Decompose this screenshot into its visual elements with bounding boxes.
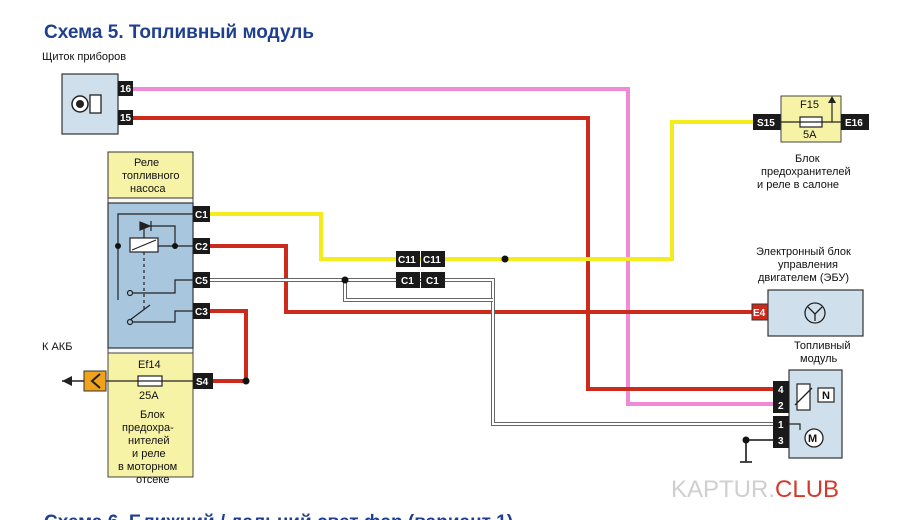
wire-yellow: [210, 120, 753, 261]
junction-dot: [341, 276, 349, 284]
wire-pink: [133, 87, 773, 406]
relay-label-1: Реле: [134, 157, 159, 169]
wire-red-panel-ecu: [133, 116, 773, 391]
wire-red-relay-fuse: [210, 309, 248, 383]
motor-letter: M: [808, 433, 817, 445]
instrument-panel-label: Щиток приборов: [42, 51, 126, 63]
lamp-icon: [71, 94, 102, 114]
watermark-part1: KAPTUR.: [671, 476, 775, 503]
fuse-f15-name: F15: [800, 99, 819, 111]
ecu-label-3: двигателем (ЭБУ): [758, 272, 849, 284]
battery-label: К АКБ: [42, 341, 72, 353]
pump-motor-icon: M: [789, 423, 824, 448]
battery-terminal: [83, 370, 107, 392]
engine-fuse-label-3: нителей: [128, 435, 170, 447]
watermark-part2: CLUB: [775, 476, 839, 503]
fuse-pin-s15-label: S15: [757, 118, 775, 129]
engine-fuse-block: [107, 352, 194, 478]
fuel-module-pin-2: [773, 397, 789, 413]
connector-c1-left: C1: [401, 276, 414, 287]
watermark: KAPTUR.CLUB: [671, 476, 839, 503]
diagram-title: Схема 5. Топливный модуль: [44, 22, 314, 43]
relay-pin-c1: [193, 206, 210, 222]
ecu-icon: [804, 302, 826, 324]
fuse-ef14-name: Ef14: [138, 359, 161, 371]
fuel-module-label-2: модуль: [800, 353, 838, 365]
relay-pin-c5: [193, 272, 210, 288]
battery-arrow-icon: [62, 376, 72, 386]
arrow-up-icon: [828, 96, 836, 103]
relay-pin-c5-label: C5: [195, 276, 208, 287]
ecu-label-2: управления: [778, 259, 838, 271]
fuse-pin-s4-label: S4: [196, 377, 209, 388]
relay-pin-c3: [193, 303, 210, 319]
connector-c11-left: C11: [398, 255, 416, 266]
fuse-ef14-rating: 25A: [139, 390, 159, 402]
engine-fuse-label-5: в моторном: [118, 461, 177, 473]
cabin-fuse-label-2: предохранителей: [761, 166, 851, 178]
fuel-module-label-1: Топливный: [794, 340, 850, 352]
cabin-fuse-label-1: Блок: [795, 153, 820, 165]
cabin-fuse-label-3: и реле в салоне: [757, 179, 839, 191]
relay-header: [107, 151, 194, 199]
fuse-pin-s4: [193, 373, 213, 389]
panel-pin-16-label: 16: [120, 84, 132, 95]
fuel-module-pin-1: [773, 416, 789, 432]
relay-pin-c3-label: C3: [195, 307, 208, 318]
relay-pin-c1-label: C1: [195, 210, 208, 221]
relay-label-2: топливного: [122, 170, 179, 182]
fuse-pin-s15: [753, 114, 781, 130]
engine-fuse-label-4: и реле: [132, 448, 166, 460]
engine-fuse-label-2: предохра-: [122, 422, 174, 434]
connector-c1-right: C1: [426, 276, 439, 287]
engine-fuse-label-1: Блок: [140, 409, 165, 421]
ecu-pin-e4: [751, 303, 769, 321]
fuel-pump-relay: [107, 202, 194, 349]
fuse-pin-e16: [841, 114, 869, 130]
fuel-module-pin-4-label: 4: [778, 385, 784, 396]
sensor-letter: N: [822, 390, 830, 402]
relay-pin-c2: [193, 238, 210, 254]
inline-connector: C11 C11 C1 C1: [396, 251, 445, 288]
junction-dot: [501, 255, 509, 263]
connector-c11-right: C11: [423, 255, 441, 266]
wire-white: [210, 279, 773, 425]
panel-pin-15-label: 15: [120, 113, 132, 124]
relay-internals: [117, 213, 193, 326]
ecu-label-1: Электронный блок: [756, 246, 851, 258]
fuel-module-pin-1-label: 1: [778, 420, 784, 431]
panel-pin-16: [118, 81, 133, 96]
fuel-module-pin-3: [773, 432, 789, 448]
fuel-level-sensor-icon: N: [794, 383, 835, 411]
fuel-module-pin-2-label: 2: [778, 401, 784, 412]
junction-dot: [242, 377, 250, 385]
panel-pin-15: [118, 110, 133, 125]
fuel-module-pin-4: [773, 381, 789, 397]
relay-label-3: насоса: [130, 183, 166, 195]
ecu-pin-e4-label: E4: [753, 308, 766, 319]
engine-fuse-label-6: отсеке: [136, 474, 169, 486]
next-diagram-title: Схема 6. Ближний / дальний свет фар (вар…: [44, 512, 513, 520]
wire-ground: [745, 439, 773, 462]
relay-pin-c2-label: C2: [195, 242, 208, 253]
fuse-pin-e16-label: E16: [845, 118, 863, 129]
fuel-module-pin-3-label: 3: [778, 436, 784, 447]
junction-dot: [742, 436, 750, 444]
fuse-f15-rating: 5A: [803, 129, 817, 141]
